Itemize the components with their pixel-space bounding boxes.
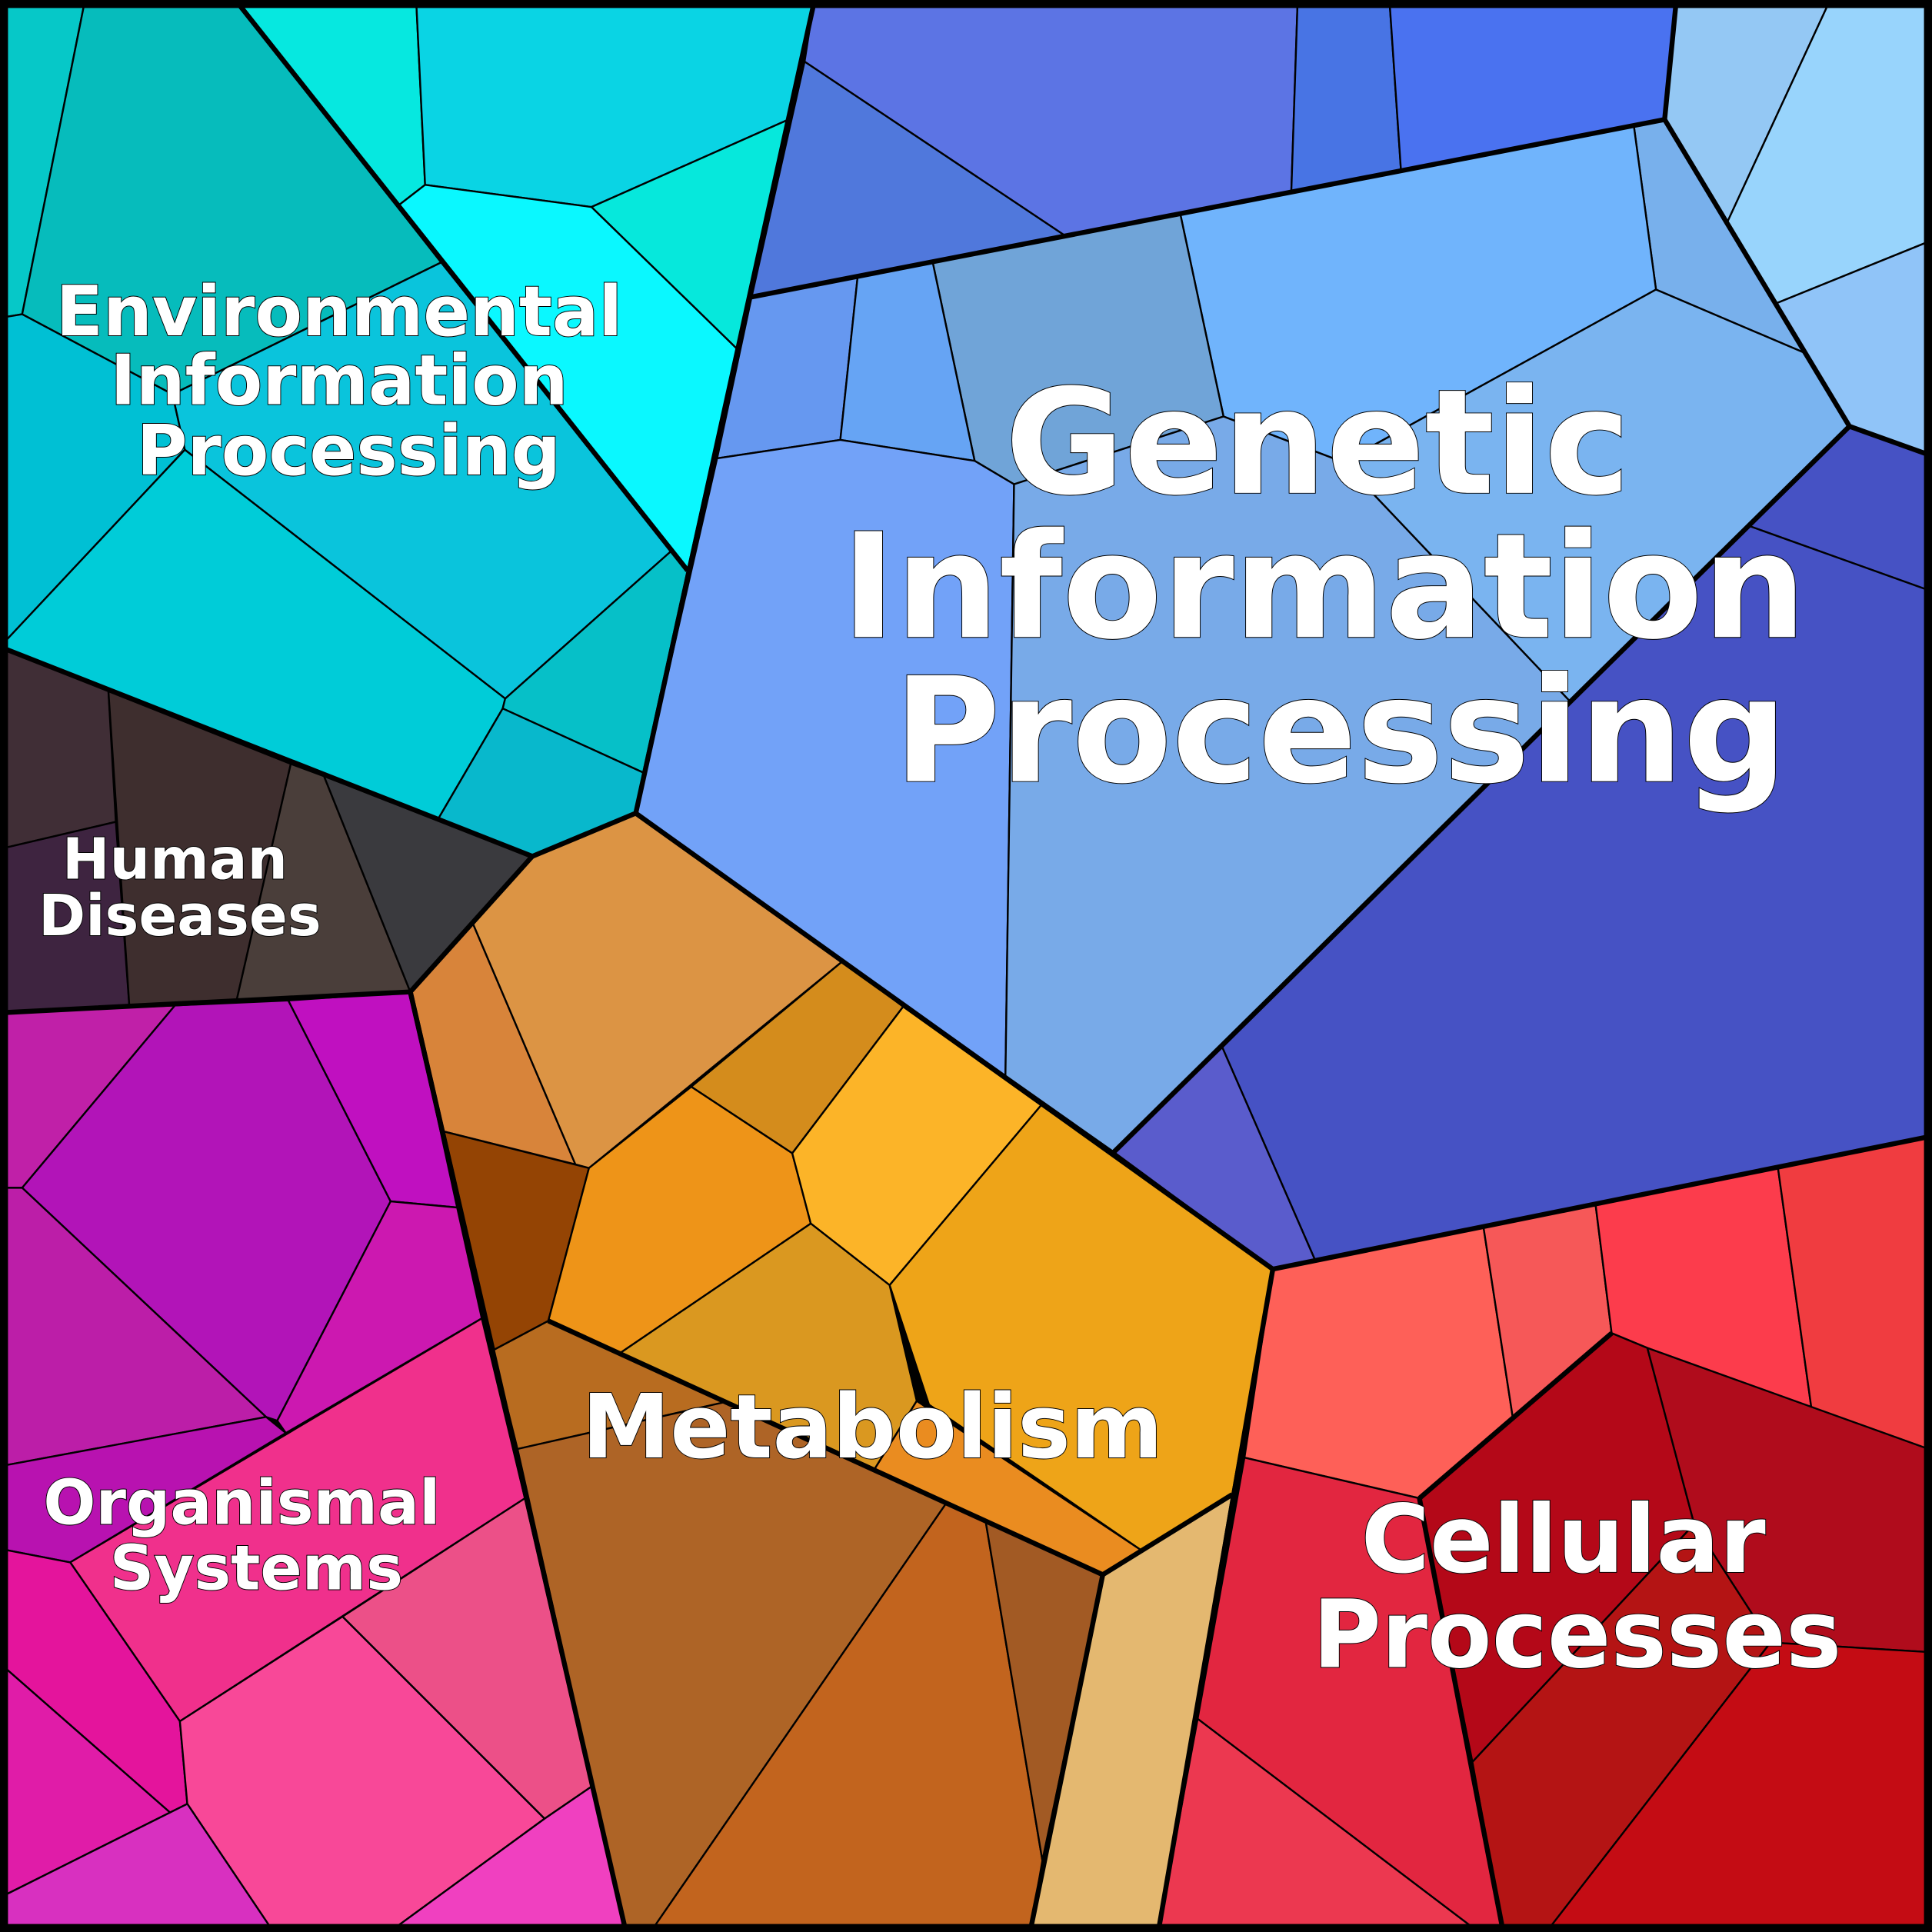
label-line: Information	[110, 341, 568, 421]
region-environmental-information-processing	[0, 0, 814, 858]
label-line: Environmental	[56, 272, 622, 352]
region-organismal-systems	[0, 991, 628, 1932]
cell	[388, 1785, 628, 1932]
label-line: Processes	[1313, 1581, 1842, 1690]
label-cellular-processes: Cellular Processes	[1313, 1485, 1842, 1689]
label-line: Cellular	[1361, 1485, 1766, 1594]
label-line: Diseases	[38, 884, 321, 949]
label-line: Genetic	[1005, 358, 1631, 528]
region-metabolism	[409, 812, 1274, 1932]
label-genetic-information-processing: Genetic Information Processing	[841, 358, 1857, 816]
cell	[1545, 1641, 1932, 1932]
region-human-diseases	[0, 645, 534, 1014]
label-line: Processing	[137, 411, 561, 491]
label-line: Human	[62, 827, 288, 892]
label-line: Systems	[110, 1533, 403, 1604]
label-line: Processing	[894, 647, 1787, 816]
region-genetic-information-processing	[635, 5, 1932, 1271]
label-human-diseases: Human Diseases	[38, 827, 321, 949]
label-line: Metabolism	[581, 1376, 1163, 1479]
label-environmental-information-processing: Environmental Information Processing	[56, 272, 647, 491]
cell	[1290, 5, 1402, 194]
cell	[0, 1803, 275, 1932]
label-line: Information	[841, 502, 1806, 671]
label-organismal-systems: Organismal Systems	[43, 1467, 461, 1604]
label-metabolism: Metabolism	[581, 1376, 1163, 1479]
label-line: Organismal	[43, 1467, 440, 1539]
